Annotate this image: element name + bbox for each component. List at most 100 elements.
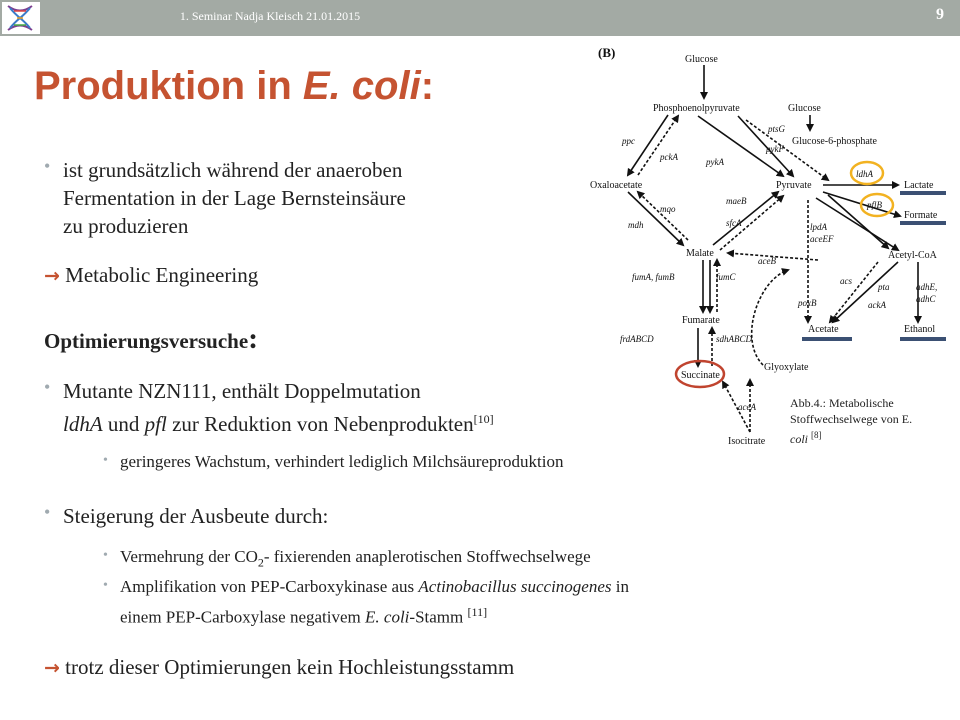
- enzyme-fumab: fumA, fumB: [632, 272, 675, 282]
- enzyme-pflb: pflB: [866, 200, 883, 210]
- node-oxaloacetate: Oxaloacetate: [590, 180, 643, 191]
- caption-line-2: Stoffwechselwege von E.: [790, 412, 913, 426]
- node-glyoxylate: Glyoxylate: [764, 362, 809, 373]
- bullet-line: ist grundsätzlich während der anaeroben: [63, 158, 403, 182]
- node-acetyl-coa: Acetyl-CoA: [888, 250, 938, 261]
- pep2-organism: E. coli: [365, 607, 410, 627]
- bullet-line: Fermentation in der Lage Bernsteinsäure: [63, 186, 406, 210]
- caption-line-1: Abb.4.: Metabolische: [790, 396, 894, 410]
- pep-post: in: [611, 577, 629, 596]
- enzyme-mdh: mdh: [628, 220, 644, 230]
- highlight-pflb: [859, 192, 895, 218]
- bullet-dot: •: [44, 377, 51, 397]
- caption-ref: [8]: [811, 430, 822, 440]
- co2-sub: 2: [257, 555, 264, 570]
- enzyme-acea: aceA: [738, 402, 756, 412]
- enzyme-adhe: adhE,: [916, 282, 937, 292]
- mutant-line-1: Mutante NZN111, enthält Doppelmutation: [63, 379, 421, 403]
- node-malate: Malate: [686, 248, 714, 259]
- pfl-gene: pfl: [144, 412, 167, 436]
- reference-10: [10]: [473, 412, 494, 426]
- enzyme-poxb: poxB: [797, 298, 817, 308]
- section-heading: Optimierungsversuche:: [44, 322, 258, 356]
- node-glucose-2: Glucose: [788, 103, 821, 114]
- conclusion-text: trotz dieser Optimierungen kein Hochleis…: [65, 655, 515, 679]
- co2-post: - fixierenden anaplerotischen Stoffwechs…: [263, 547, 591, 566]
- enzyme-lpda: lpdA: [810, 222, 828, 232]
- header-bar: 1. Seminar Nadja Kleisch 21.01.2015 9: [0, 0, 960, 36]
- enzyme-sdhabcd: sdhABCD: [716, 334, 753, 344]
- header-text: 1. Seminar Nadja Kleisch 21.01.2015: [179, 9, 361, 23]
- sub-bullet-dot: •: [103, 548, 108, 563]
- co2-pre: Vermehrung der CO: [120, 547, 258, 566]
- yield-line: Steigerung der Ausbeute durch:: [63, 504, 329, 528]
- enzyme-adhc: adhC: [916, 294, 937, 304]
- sub-bullet-growth: geringeres Wachstum, verhindert lediglic…: [120, 452, 564, 471]
- page-number: 9: [936, 6, 944, 23]
- node-isocitrate: Isocitrate: [728, 436, 766, 447]
- title-main: Produktion in: [34, 64, 303, 108]
- enzyme-ptsg: ptsG: [767, 124, 786, 134]
- node-formate: Formate: [904, 210, 938, 221]
- node-acetate: Acetate: [808, 324, 839, 335]
- enzyme-ppc: ppc: [621, 136, 635, 146]
- enzyme-pta: pta: [877, 282, 890, 292]
- sub-bullet-pep-line-2: einem PEP-Carboxylase negativem E. coli-…: [120, 600, 487, 630]
- enzyme-ldha: ldhA: [856, 169, 874, 179]
- sub-bullet-pep-line-1: Amplifikation von PEP-Carboxykinase aus …: [120, 575, 629, 599]
- node-fumarate: Fumarate: [682, 315, 720, 326]
- enzyme-acs: acs: [840, 276, 852, 286]
- title-colon: :: [420, 64, 435, 108]
- pep-organism: Actinobacillus succinogenes: [418, 577, 612, 596]
- node-pep: Phosphoenolpyruvate: [653, 103, 740, 114]
- node-glucose: Glucose: [685, 54, 718, 65]
- metabolic-engineering-text: Metabolic Engineering: [65, 263, 259, 287]
- enzyme-mqo: mqo: [660, 204, 676, 214]
- mutant-line-2: ldhA und pfl zur Reduktion von Nebenprod…: [63, 407, 494, 436]
- pathway-arrows: [626, 65, 922, 433]
- enzyme-sfca: sfcA: [726, 218, 742, 228]
- sub-bullet-co2: Vermehrung der CO2- fixierenden anaplero…: [120, 545, 591, 574]
- arrow-right-icon: →: [44, 657, 60, 679]
- enzyme-acka: ackA: [868, 300, 886, 310]
- pep-pre: Amplifikation von PEP-Carboxykinase aus: [120, 577, 419, 596]
- product-bars: [802, 191, 946, 341]
- highlight-succinate: [674, 359, 726, 389]
- conclusion-line: → trotz dieser Optimierungen kein Hochle…: [44, 655, 514, 680]
- text-und: und: [102, 412, 145, 436]
- page-title: Produktion in E. coli:: [34, 64, 434, 109]
- diagram-label-b: (B): [598, 45, 615, 60]
- enzyme-maeb: maeB: [726, 196, 747, 206]
- caption-line-3: coli [8]: [790, 427, 958, 447]
- reference-11: [11]: [467, 605, 488, 619]
- ldha-gene: ldhA: [63, 412, 103, 436]
- node-pyruvate: Pyruvate: [776, 180, 812, 191]
- metabolic-pathway-diagram: (B) Glucose Phosphoenolpyruvate Glucose …: [590, 45, 946, 447]
- enzyme-aceb: aceB: [758, 256, 776, 266]
- node-succinate: Succinate: [681, 370, 720, 381]
- metabolic-engineering-line: → Metabolic Engineering: [44, 263, 258, 288]
- enzyme-aceef: aceEF: [810, 234, 834, 244]
- node-glucose-6-phosphate: Glucose-6-phosphate: [792, 136, 878, 147]
- node-lactate: Lactate: [904, 180, 934, 191]
- enzyme-fumc: fumC: [716, 272, 737, 282]
- heading-colon: :: [248, 322, 259, 355]
- heading-text: Optimierungsversuche: [44, 329, 249, 353]
- dna-helix-icon: [2, 2, 40, 34]
- title-italic: E. coli: [302, 64, 421, 108]
- node-ethanol: Ethanol: [904, 324, 935, 335]
- pep2-post: -Stamm: [409, 607, 468, 627]
- enzyme-frdabcd: frdABCD: [620, 334, 654, 344]
- bullet-line: zu produzieren: [63, 214, 189, 238]
- bullet-dot: •: [44, 156, 51, 176]
- pep2-pre: einem PEP-Carboxylase negativem: [120, 607, 366, 627]
- caption-organism: coli: [790, 432, 811, 446]
- figure-caption: Abb.4.: Metabolische Stoffwechselwege vo…: [790, 395, 958, 447]
- text-rest: zur Reduktion von Nebenprodukten: [166, 412, 474, 436]
- sub-bullet-dot: •: [103, 578, 108, 593]
- highlight-ldha: [849, 160, 885, 186]
- enzyme-pcka: pckA: [659, 152, 678, 162]
- sub-bullet-dot: •: [103, 453, 108, 468]
- bullet-dot: •: [44, 502, 51, 522]
- arrow-right-icon: →: [44, 265, 60, 287]
